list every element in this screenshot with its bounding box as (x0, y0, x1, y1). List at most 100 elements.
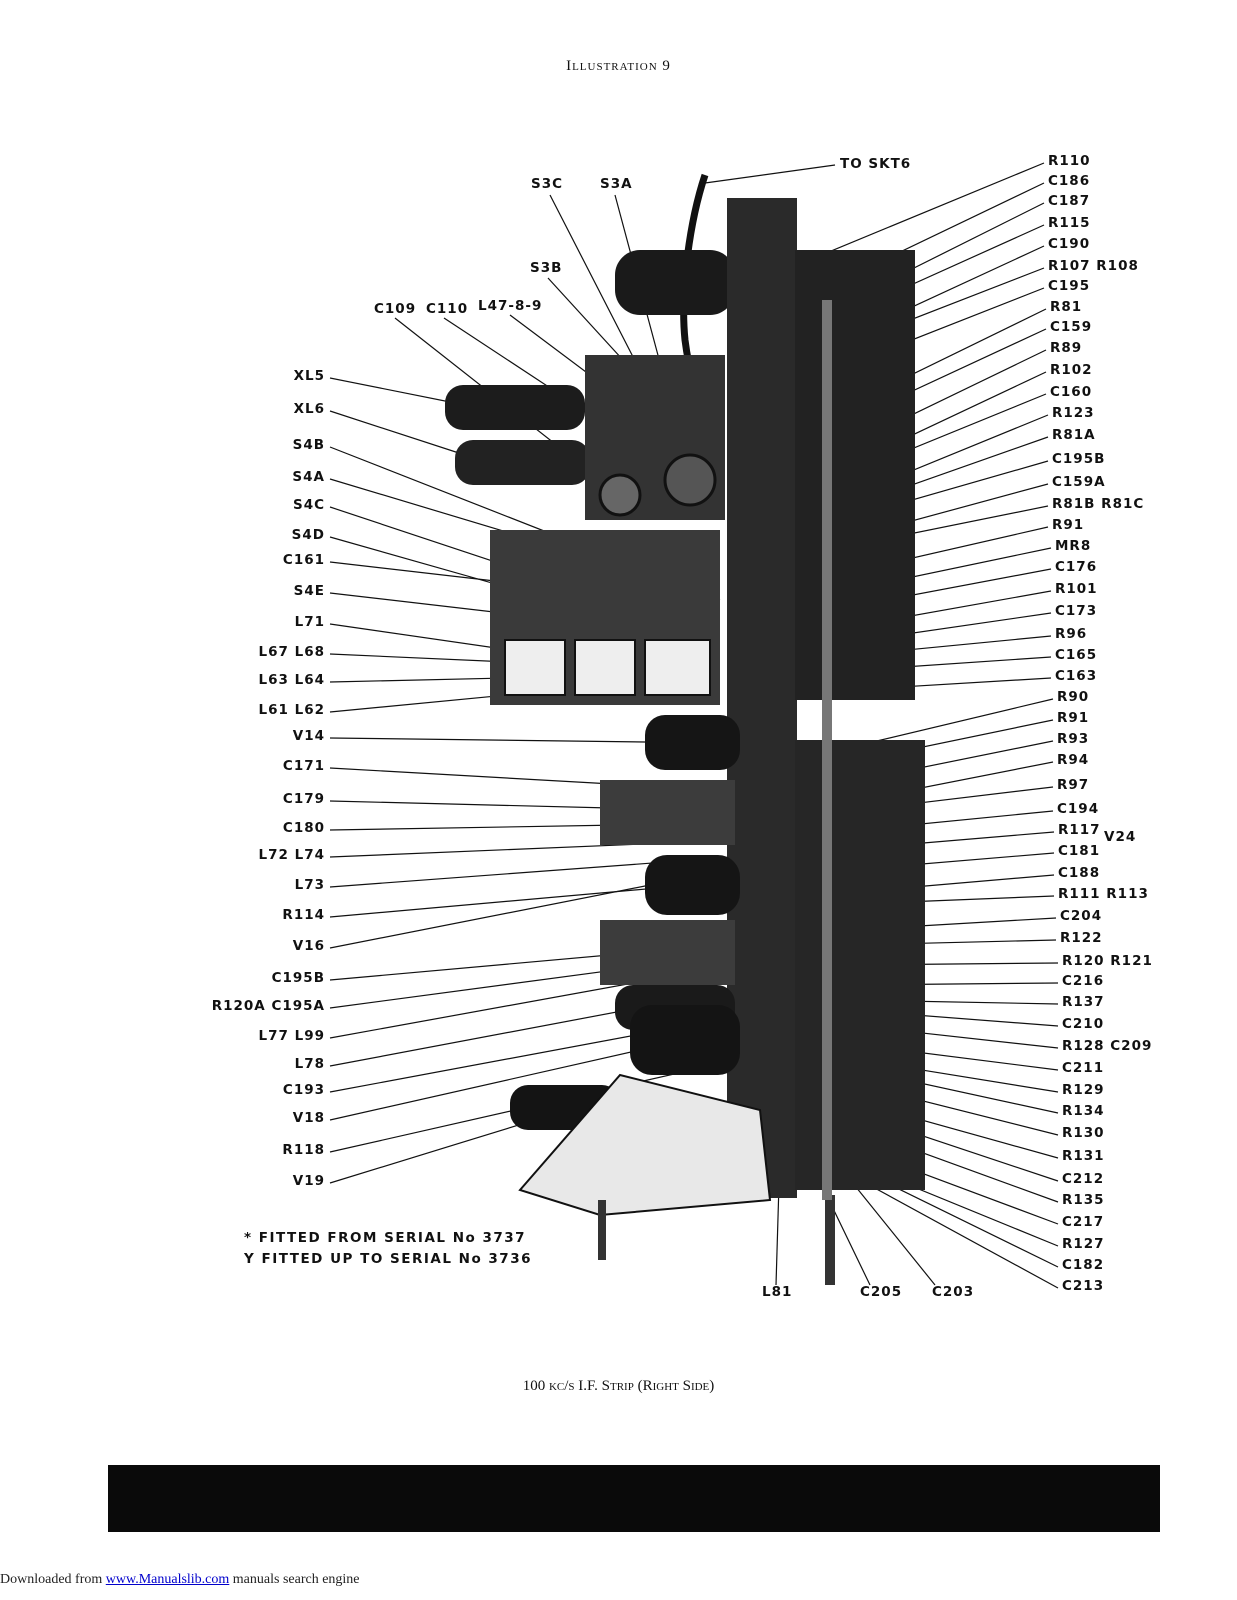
label-left-25: V18 (292, 1110, 325, 1126)
label-right-14: C195B (1052, 451, 1106, 467)
label-right-9: R89 (1050, 340, 1083, 356)
label-right-26: R91 (1057, 710, 1090, 726)
label-left-5: S4D (291, 527, 325, 543)
label-right-45: R130 (1062, 1125, 1105, 1141)
label-right-34: R111 R113 (1058, 886, 1149, 902)
label-right-31: R117 (1058, 822, 1101, 838)
leader-left-1 (329, 410, 466, 456)
leader-right-52 (859, 1179, 1059, 1289)
label-right-1: C186 (1048, 173, 1091, 189)
leader-left-7 (329, 592, 521, 616)
leader-left-12 (329, 737, 646, 743)
label-right-3: R115 (1048, 215, 1091, 231)
leader-left-0 (329, 377, 466, 406)
label-left-4: S4C (292, 497, 325, 513)
label-right-15: C159A (1052, 474, 1106, 490)
label-left-14: C179 (282, 791, 325, 807)
mounting-bracket (518, 1073, 772, 1217)
label-right-44: R134 (1062, 1103, 1105, 1119)
label-right-35: C204 (1060, 908, 1103, 924)
label-right-11: C160 (1050, 384, 1093, 400)
leader-to-skt6 (704, 164, 836, 184)
leader-left-15 (329, 824, 621, 831)
label-right-10: R102 (1050, 362, 1093, 378)
label-c109: C109 (374, 301, 417, 317)
label-right-20: R101 (1055, 581, 1098, 597)
label-left-16: L72 L74 (258, 847, 325, 863)
label-left-19: V16 (292, 938, 325, 954)
label-left-24: C193 (282, 1082, 325, 1098)
label-right-27: R93 (1057, 731, 1090, 747)
label-right-24: C163 (1055, 668, 1098, 684)
label-to-skt6: TO SKT6 (840, 156, 912, 172)
label-right-19: C176 (1055, 559, 1098, 575)
label-left-6: C161 (282, 552, 325, 568)
label-left-11: L61 L62 (258, 702, 325, 718)
label-left-2: S4B (292, 437, 325, 453)
label-right-38: C216 (1062, 973, 1105, 989)
label-left-12: V14 (292, 728, 325, 744)
label-left-7: S4E (293, 583, 325, 599)
label-right-39: R137 (1062, 994, 1105, 1010)
leader-left-8 (329, 623, 511, 651)
manualslib-link[interactable]: www.Manualslib.com (105, 1572, 230, 1587)
label-left-20: C195B (271, 970, 325, 986)
label-right-0: R110 (1048, 153, 1091, 169)
label-c203: C203 (932, 1284, 975, 1300)
label-l47-8-9: L47-8-9 (478, 298, 543, 314)
label-left-3: S4A (292, 469, 325, 485)
label-left-23: L78 (294, 1056, 325, 1072)
note-fitted-from: FITTED FROM SERIAL No 3737 (258, 1230, 527, 1246)
label-c110: C110 (426, 301, 469, 317)
y-mark: Y (244, 1251, 262, 1267)
leader-left-25 (329, 1049, 641, 1121)
figure-caption: 100 kc/s I.F. Strip (Right Side) (522, 1378, 715, 1394)
label-left-27: V19 (292, 1173, 325, 1189)
label-right-2: C187 (1048, 193, 1091, 209)
label-right-41: R128 C209 (1062, 1038, 1153, 1054)
leader-left-19 (329, 884, 651, 949)
label-right-33: C188 (1058, 865, 1101, 881)
label-right-50: R127 (1062, 1236, 1105, 1252)
label-right-46: R131 (1062, 1148, 1105, 1164)
label-left-13: C171 (282, 758, 325, 774)
label-left-1: XL6 (293, 401, 325, 417)
label-right-8: C159 (1050, 319, 1093, 335)
v16-tube (645, 855, 740, 915)
label-right-37: R120 R121 (1062, 953, 1153, 969)
label-right-5: R107 R108 (1048, 258, 1139, 274)
label-left-21: R120A C195A (211, 998, 325, 1014)
page-title: Illustration 9 (566, 58, 671, 74)
xl6-can (455, 440, 590, 485)
label-right-17: R91 (1052, 517, 1085, 533)
footer: Downloaded from www.Manualslib.com manua… (0, 1572, 360, 1588)
label-left-0: XL5 (293, 368, 325, 384)
v14-tube (645, 715, 740, 770)
label-right-52: C213 (1062, 1278, 1105, 1294)
label-s3b: S3B (530, 260, 563, 276)
label-right-32: C181 (1058, 843, 1101, 859)
label-right-23: C165 (1055, 647, 1098, 663)
label-right-48: R135 (1062, 1192, 1105, 1208)
label-right-7: R81 (1050, 299, 1083, 315)
label-right-49: C217 (1062, 1214, 1105, 1230)
label-right-13: R81A (1052, 427, 1096, 443)
label-right-4: C190 (1048, 236, 1091, 252)
label-right-6: C195 (1048, 278, 1091, 294)
label-left-15: C180 (282, 820, 325, 836)
v18-tube (630, 1005, 740, 1075)
label-right-43: R129 (1062, 1082, 1105, 1098)
label-right-47: C212 (1062, 1171, 1105, 1187)
label-right-51: C182 (1062, 1257, 1105, 1273)
label-left-10: L63 L64 (258, 672, 325, 688)
label-left-18: R114 (282, 907, 325, 923)
label-s3c: S3C (531, 176, 564, 192)
serial-notes: * FITTED FROM SERIAL No 3737 Y FITTED UP… (244, 1228, 532, 1270)
label-right-12: R123 (1052, 405, 1095, 421)
label-right-29: R97 (1057, 777, 1090, 793)
label-right-16: R81B R81C (1052, 496, 1145, 512)
label-l81: L81 (762, 1284, 793, 1300)
label-right-25: R90 (1057, 689, 1090, 705)
label-right-40: C210 (1062, 1016, 1105, 1032)
label-right-21: C173 (1055, 603, 1098, 619)
